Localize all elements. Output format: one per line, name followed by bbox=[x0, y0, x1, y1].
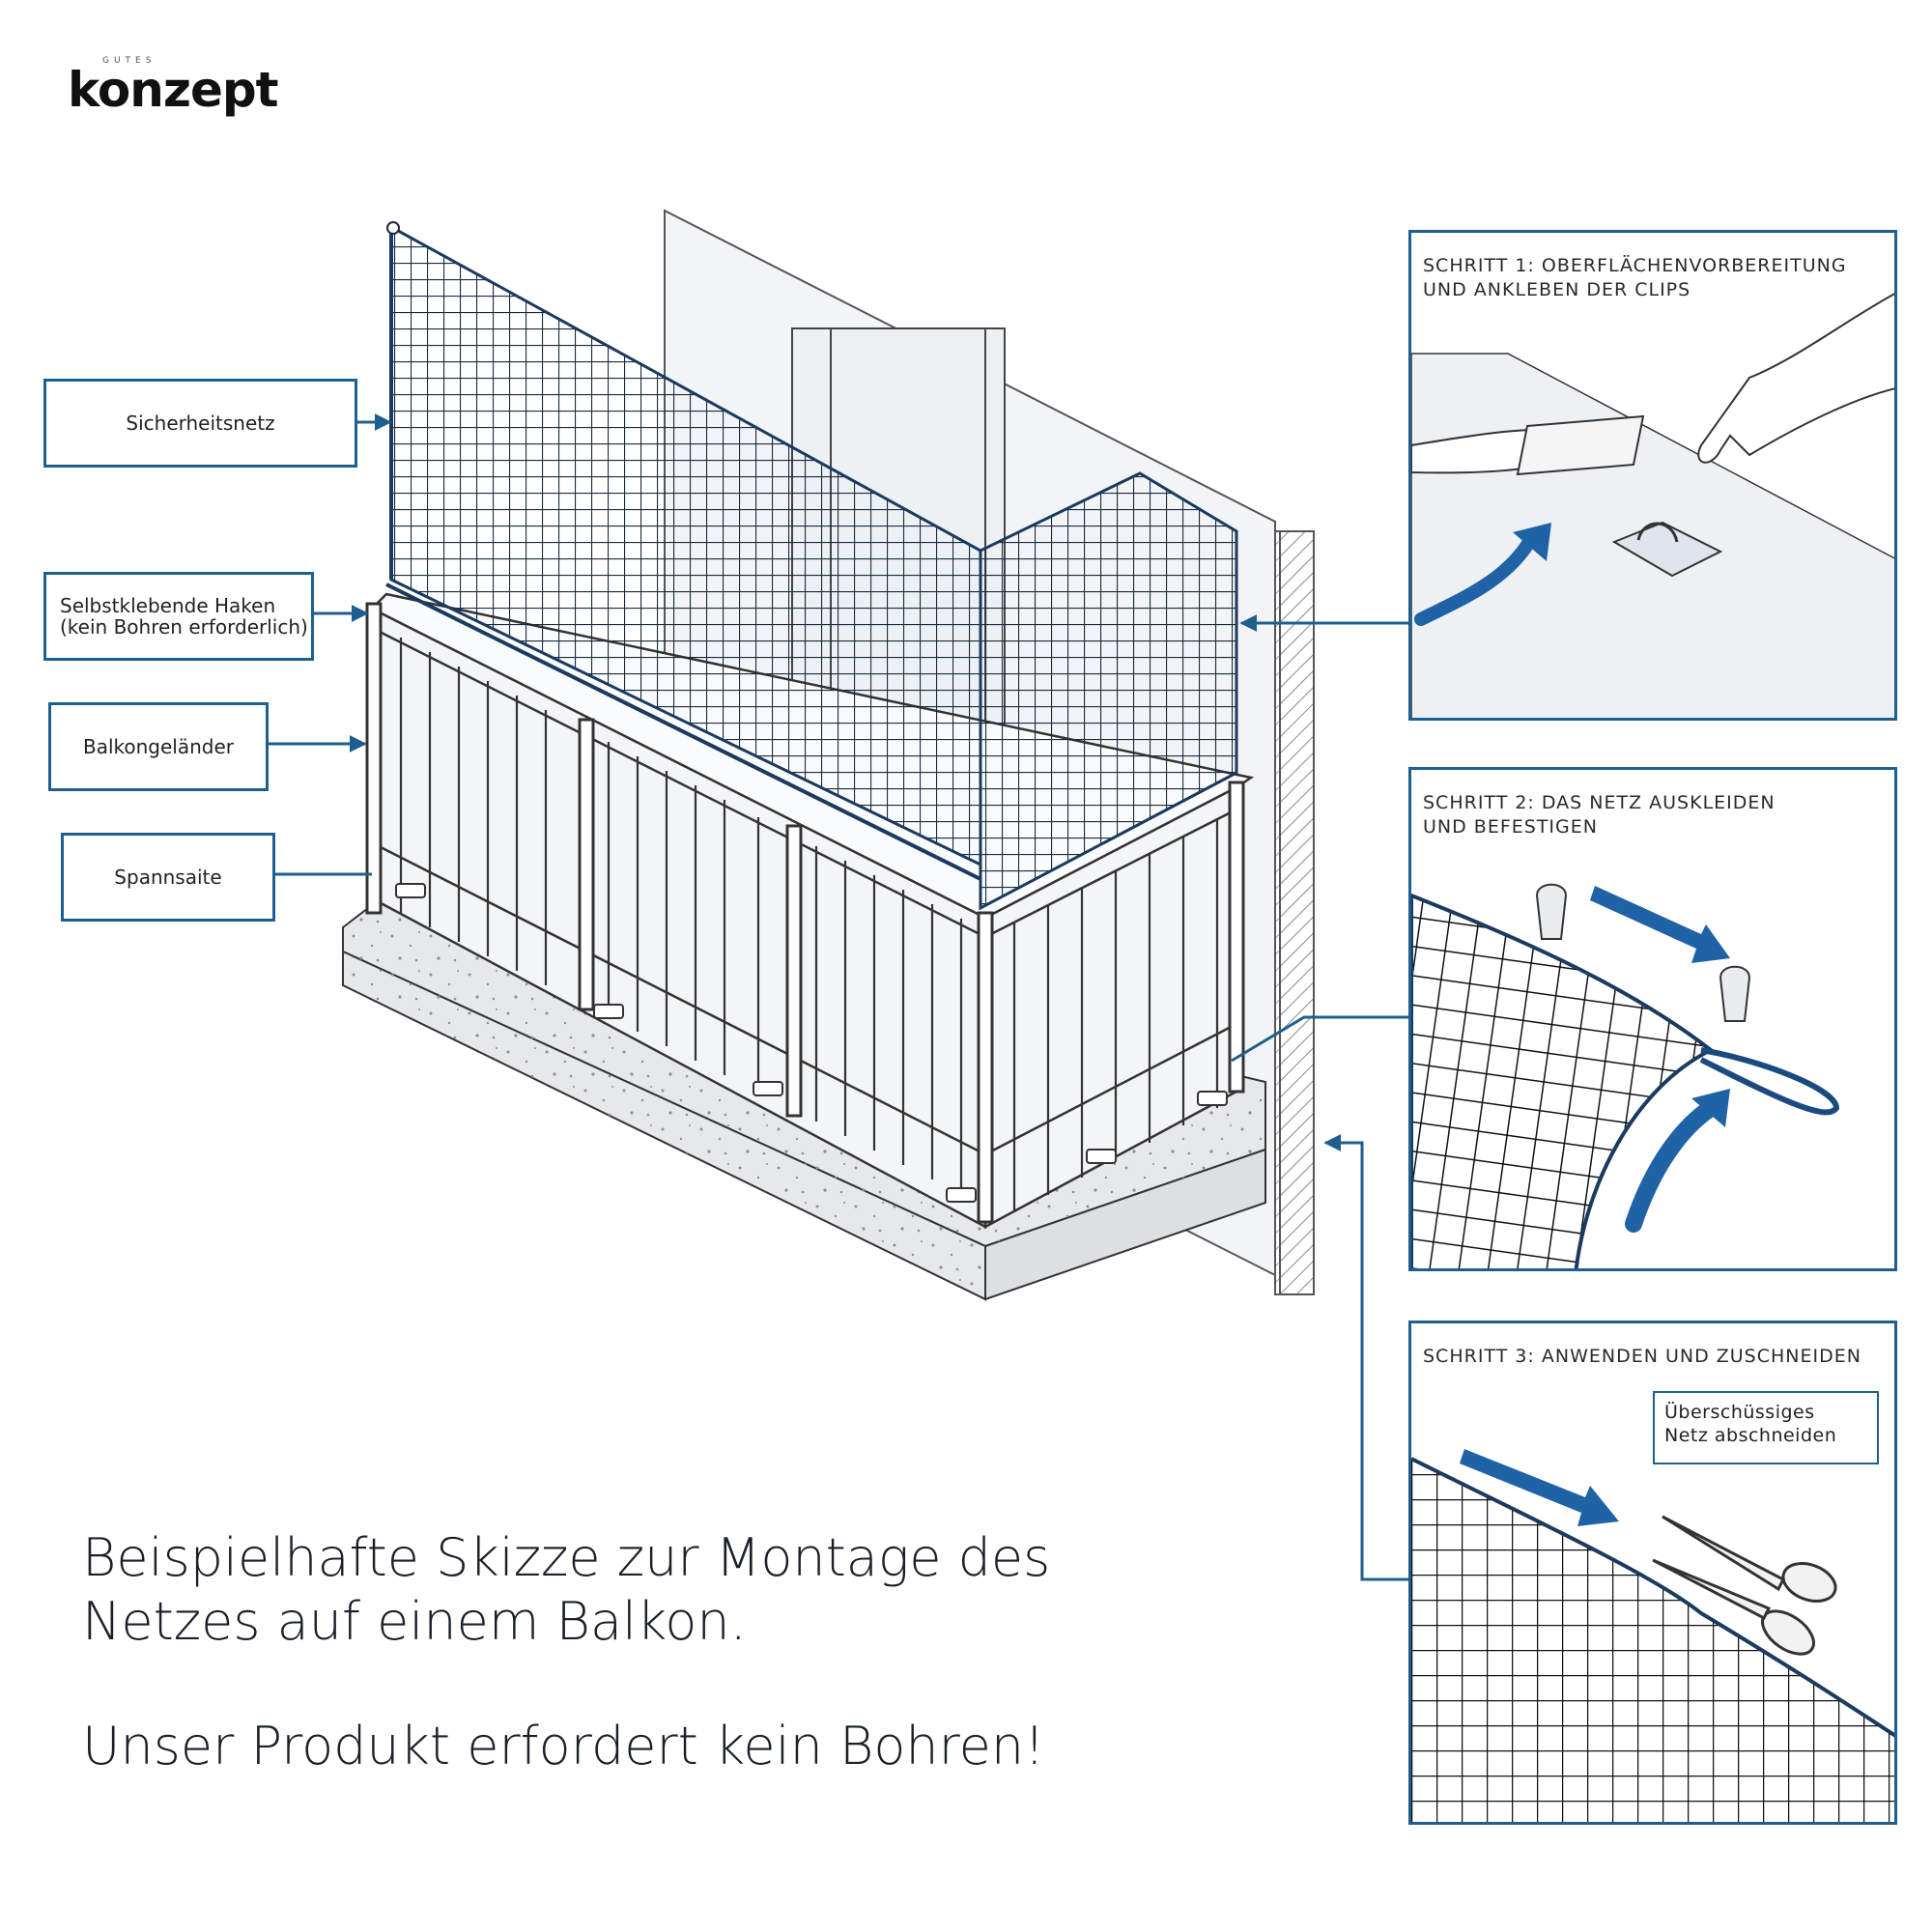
hook-2-icon bbox=[1719, 965, 1751, 1022]
label-safety-net: Sicherheitsnetz bbox=[43, 379, 357, 468]
brand-logo: GUTES konzept bbox=[68, 56, 279, 118]
hook-1-icon bbox=[1535, 883, 1568, 940]
railing-posts bbox=[365, 602, 1245, 1224]
cloth-icon bbox=[1516, 414, 1645, 476]
step-3-title: SCHRITT 3: ANWENDEN UND ZUSCHNEIDEN bbox=[1423, 1346, 1861, 1367]
caption-no-drilling: Unser Produkt erfordert kein Bohren! bbox=[82, 1716, 1045, 1776]
step-3-illustration bbox=[1411, 1449, 1894, 1822]
callout-arrows bbox=[269, 413, 1408, 1581]
step-2-illustration bbox=[1411, 883, 1840, 1268]
label-railing: Balkongeländer bbox=[48, 702, 269, 791]
caption-sketch: Beispielhafte Skizze zur Montage des Net… bbox=[82, 1527, 1051, 1652]
label-tension-cord: Spannsaite bbox=[61, 833, 275, 922]
pressing-hand-icon bbox=[1697, 293, 1894, 464]
mounting-feet bbox=[395, 883, 1228, 1203]
step-1-panel: SCHRITT 1: OBERFLÄCHENVORBEREITUNG UND A… bbox=[1408, 230, 1897, 721]
up-arrow-icon bbox=[1625, 1099, 1719, 1233]
step-2-panel: SCHRITT 2: DAS NETZ AUSKLEIDEN UND BEFES… bbox=[1408, 767, 1897, 1271]
rope-loop-icon bbox=[1699, 1047, 1840, 1116]
scissors-icon bbox=[1652, 1515, 1837, 1656]
cut-note-box: Überschüssiges Netz abschneiden bbox=[1653, 1391, 1879, 1464]
label-safety-net-text: Sicherheitsnetz bbox=[126, 412, 275, 435]
brand-name: konzept bbox=[68, 62, 279, 118]
step-3-panel: SCHRITT 3: ANWENDEN UND ZUSCHNEIDEN Über… bbox=[1408, 1321, 1897, 1825]
right-arrow-icon bbox=[1590, 886, 1730, 963]
label-railing-text: Balkongeländer bbox=[82, 735, 235, 758]
safety-net bbox=[385, 221, 1238, 911]
railing-balusters bbox=[399, 638, 1219, 1212]
step-1-illustration bbox=[1411, 293, 1894, 718]
side-wall-hatch bbox=[1279, 530, 1315, 1295]
label-adhesive-hooks: Selbstklebende Haken (kein Bohren erford… bbox=[43, 572, 314, 661]
label-tension-cord-text: Spannsaite bbox=[114, 866, 222, 889]
label-adhesive-hooks-text: Selbstklebende Haken (kein Bohren erford… bbox=[60, 594, 308, 639]
step-2-title: SCHRITT 2: DAS NETZ AUSKLEIDEN UND BEFES… bbox=[1423, 792, 1776, 838]
step-1-title: SCHRITT 1: OBERFLÄCHENVORBEREITUNG UND A… bbox=[1423, 255, 1847, 300]
brand-small: GUTES bbox=[102, 56, 156, 66]
cut-direction-arrow-icon bbox=[1460, 1449, 1619, 1526]
curved-arrow-icon bbox=[1414, 530, 1539, 626]
